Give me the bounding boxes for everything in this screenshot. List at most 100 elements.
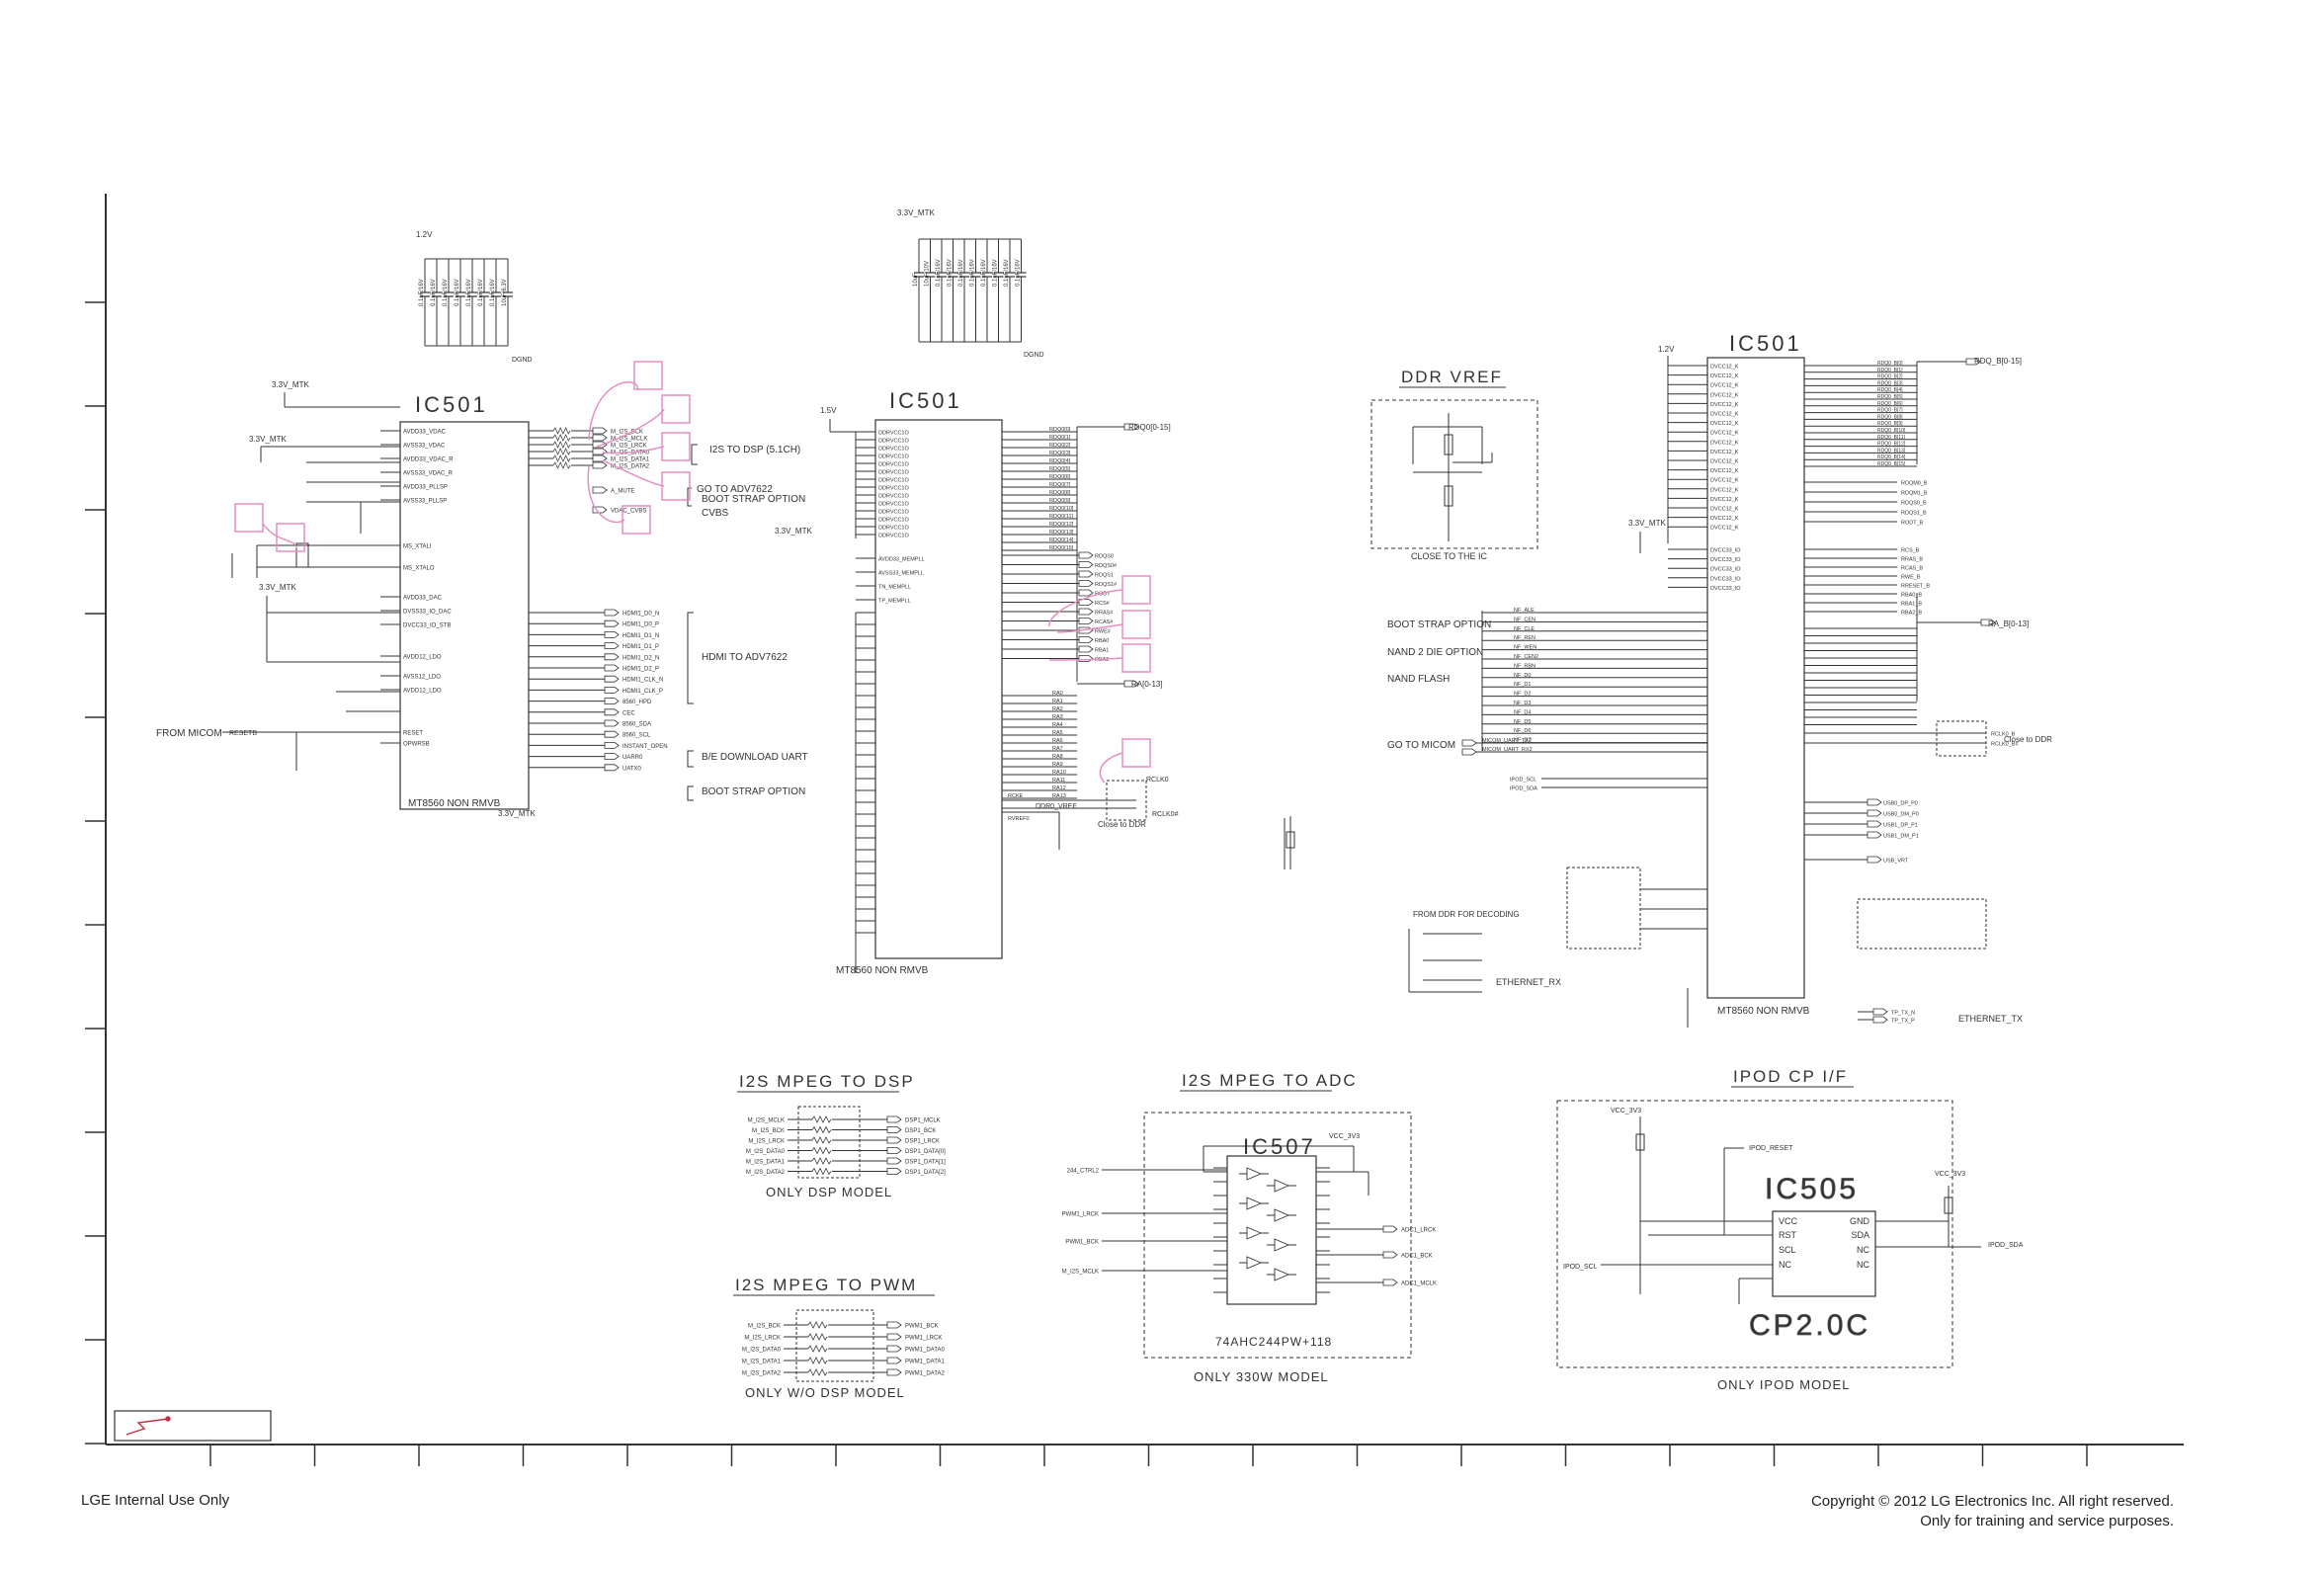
power-3v3-right: 3.3V_MTK	[1628, 519, 1666, 528]
right-dq-net: RDQ0_B[1]	[1877, 368, 1903, 373]
ic501-mid-pin-label: TN_MEMPLL	[878, 585, 911, 591]
mid-addr-net: RA3	[1052, 714, 1063, 720]
ic501-left-pin-label: DVSS33_IO_DAC	[403, 610, 452, 616]
cap-value-label: 0.1uF/16V	[970, 259, 976, 287]
mid-rclk0: RCLK0	[1146, 777, 1169, 784]
mid-ctrl-flag	[1078, 551, 1094, 559]
right-usb-net: USB0_DP_P0	[1883, 801, 1918, 807]
nand-net: NF_D5	[1514, 719, 1531, 725]
right-dq-net: RDQ0_B[10]	[1877, 428, 1906, 434]
i2s-out-flag	[592, 427, 608, 435]
ic501-left-pin-label: AVDD33_VDAC	[403, 430, 447, 436]
hdmi-adv-note: HDMI TO ADV7622	[702, 652, 788, 663]
ic501-mid-pin-label: DDRVCC1O	[878, 518, 909, 524]
hdmi-flag	[604, 764, 620, 772]
mid-bus-lines	[1002, 426, 1286, 869]
right-ctrl-net: RDQS0_B	[1901, 501, 1927, 507]
ic501-mid-pin-label: DDRVCC1O	[878, 510, 909, 516]
i2s-out-net: M_I2S_DATA1	[611, 457, 650, 463]
cap-value-label: 0.1uF/16V	[431, 279, 437, 306]
annotation-marks-left	[234, 361, 691, 552]
right-dq-net: RDQ0_B[11]	[1877, 435, 1906, 441]
power-3v3-label-left4: 3.3V_MTK	[498, 809, 536, 818]
right-usb-flag	[1867, 856, 1882, 864]
dsp-flag	[886, 1115, 902, 1123]
cap-bank-left-gnd: DGND	[512, 357, 533, 364]
mid-dq-net: RDQ0[11]	[1049, 514, 1074, 520]
ipod-cp-dashbox	[1556, 1100, 1953, 1368]
right-ctrl-net: RBA0_B	[1901, 593, 1922, 599]
eth-flag	[1872, 1016, 1888, 1024]
mid-ctrl-net: RWE#	[1095, 629, 1112, 635]
nand-net: NF_D3	[1514, 701, 1531, 706]
reset-line	[222, 731, 400, 771]
dsp-resistor	[811, 1157, 832, 1165]
pwm-resistor	[807, 1357, 828, 1364]
power-3v3-mid-label: 3.3V_MTK	[775, 527, 812, 536]
mid-ctrl-flag	[1078, 655, 1094, 662]
right-ctrl-net: RBA2_B	[1901, 611, 1922, 617]
mid-addr-net: RA10	[1052, 770, 1066, 776]
cap-value-label: 10uF/10V	[925, 261, 931, 287]
right-rdq-flag	[1965, 358, 1981, 366]
i2s-array-resistor	[552, 461, 571, 469]
ic501-left-pin-label: AVSS33_VDAC	[403, 444, 446, 450]
ic507-power-lines	[1203, 1145, 1370, 1196]
ic507-vcc: VCC_3V3	[1329, 1133, 1360, 1140]
nand-net: NF_RBN	[1514, 663, 1536, 669]
ic501-left-pin-label: AVDD12_LDO	[403, 655, 442, 661]
mid-addr-net: RA12	[1052, 785, 1066, 791]
ipod-vcc-right: VCC_3V3	[1935, 1171, 1965, 1178]
ic501-right-pin-label: DVCC12_K	[1710, 373, 1739, 379]
buffer-gate-icon	[1274, 1179, 1290, 1193]
adc-flag	[1382, 1279, 1398, 1286]
adc-flag	[1382, 1225, 1398, 1233]
cap-value-label: 0.1uF/16V	[1004, 259, 1010, 287]
ipod-net: IPOD_SCL	[1510, 778, 1536, 784]
cap-value-label: 10uF	[913, 273, 919, 287]
right-bus-lines	[1639, 356, 1987, 950]
pwm-output-net: PWM1_BCK	[905, 1324, 939, 1330]
i2s-out-net: M_I2S_BCK	[611, 430, 643, 436]
ddr-vref-box	[1370, 399, 1538, 549]
left-power-rails	[260, 392, 400, 712]
mid-small-parts	[1286, 816, 1295, 869]
ic501-right-pin-label: DVCC12_K	[1710, 468, 1739, 474]
ic505-right-pin: SDA	[1851, 1230, 1869, 1240]
dsp-resistor	[811, 1167, 832, 1176]
buffer-gate-icon	[1246, 1197, 1263, 1210]
hdmi-net: HDMI1_D2_P	[622, 667, 659, 673]
mid-addr-net: RA1	[1052, 699, 1063, 704]
ic501-mid-pin-label: DDRVCC1O	[878, 502, 909, 508]
adc-input-net: M_I2S_MCLK	[1062, 1270, 1099, 1276]
i2s-dsp-title: I2S MPEG TO DSP	[739, 1072, 915, 1091]
pwm-input-net: M_I2S_DATA2	[742, 1371, 782, 1377]
mid-ra-bus: RA[0-13]	[1131, 680, 1163, 689]
annotation-marks-mid	[1048, 575, 1151, 784]
i2s-out-flag	[592, 434, 608, 442]
ic501-right-pin-label: DVCC12_K	[1710, 392, 1739, 398]
ic507-part: 74AHC244PW+118	[1215, 1335, 1332, 1349]
hdmi-flag	[604, 730, 620, 738]
ic501-mid-pin-label: DDRVCC1O	[878, 478, 909, 484]
ipod-net: IPOD_SDA	[1510, 786, 1537, 792]
buffer-gate-icon	[1274, 1238, 1290, 1252]
buffer-gate-icon	[1246, 1256, 1263, 1270]
nand-net: NF_CEN	[1514, 617, 1536, 622]
mid-dq-net: RDQ0[10]	[1049, 506, 1074, 512]
i2s-out-net: M_I2S_MCLK	[611, 437, 647, 443]
hdmi-net: 8560_HPD	[622, 700, 652, 705]
ic501-mid-addr-nets: RA0RA1RA2RA3RA4RA5RA6RA7RA8RA9RA10RA11RA…	[1002, 680, 1139, 822]
buffer-gate-icon	[1246, 1167, 1263, 1181]
nand-net: NF_D0	[1514, 673, 1531, 679]
ic505-right-pin: NC	[1857, 1245, 1869, 1255]
right-ctrl-net: RCAS_B	[1901, 566, 1923, 572]
pwm-flag	[886, 1357, 902, 1364]
mid-ctrl-flag	[1078, 580, 1094, 587]
mid-ctrl-net: RBA2	[1095, 657, 1109, 663]
ic501-mid-pin-label: DDRVCC1O	[878, 462, 909, 468]
